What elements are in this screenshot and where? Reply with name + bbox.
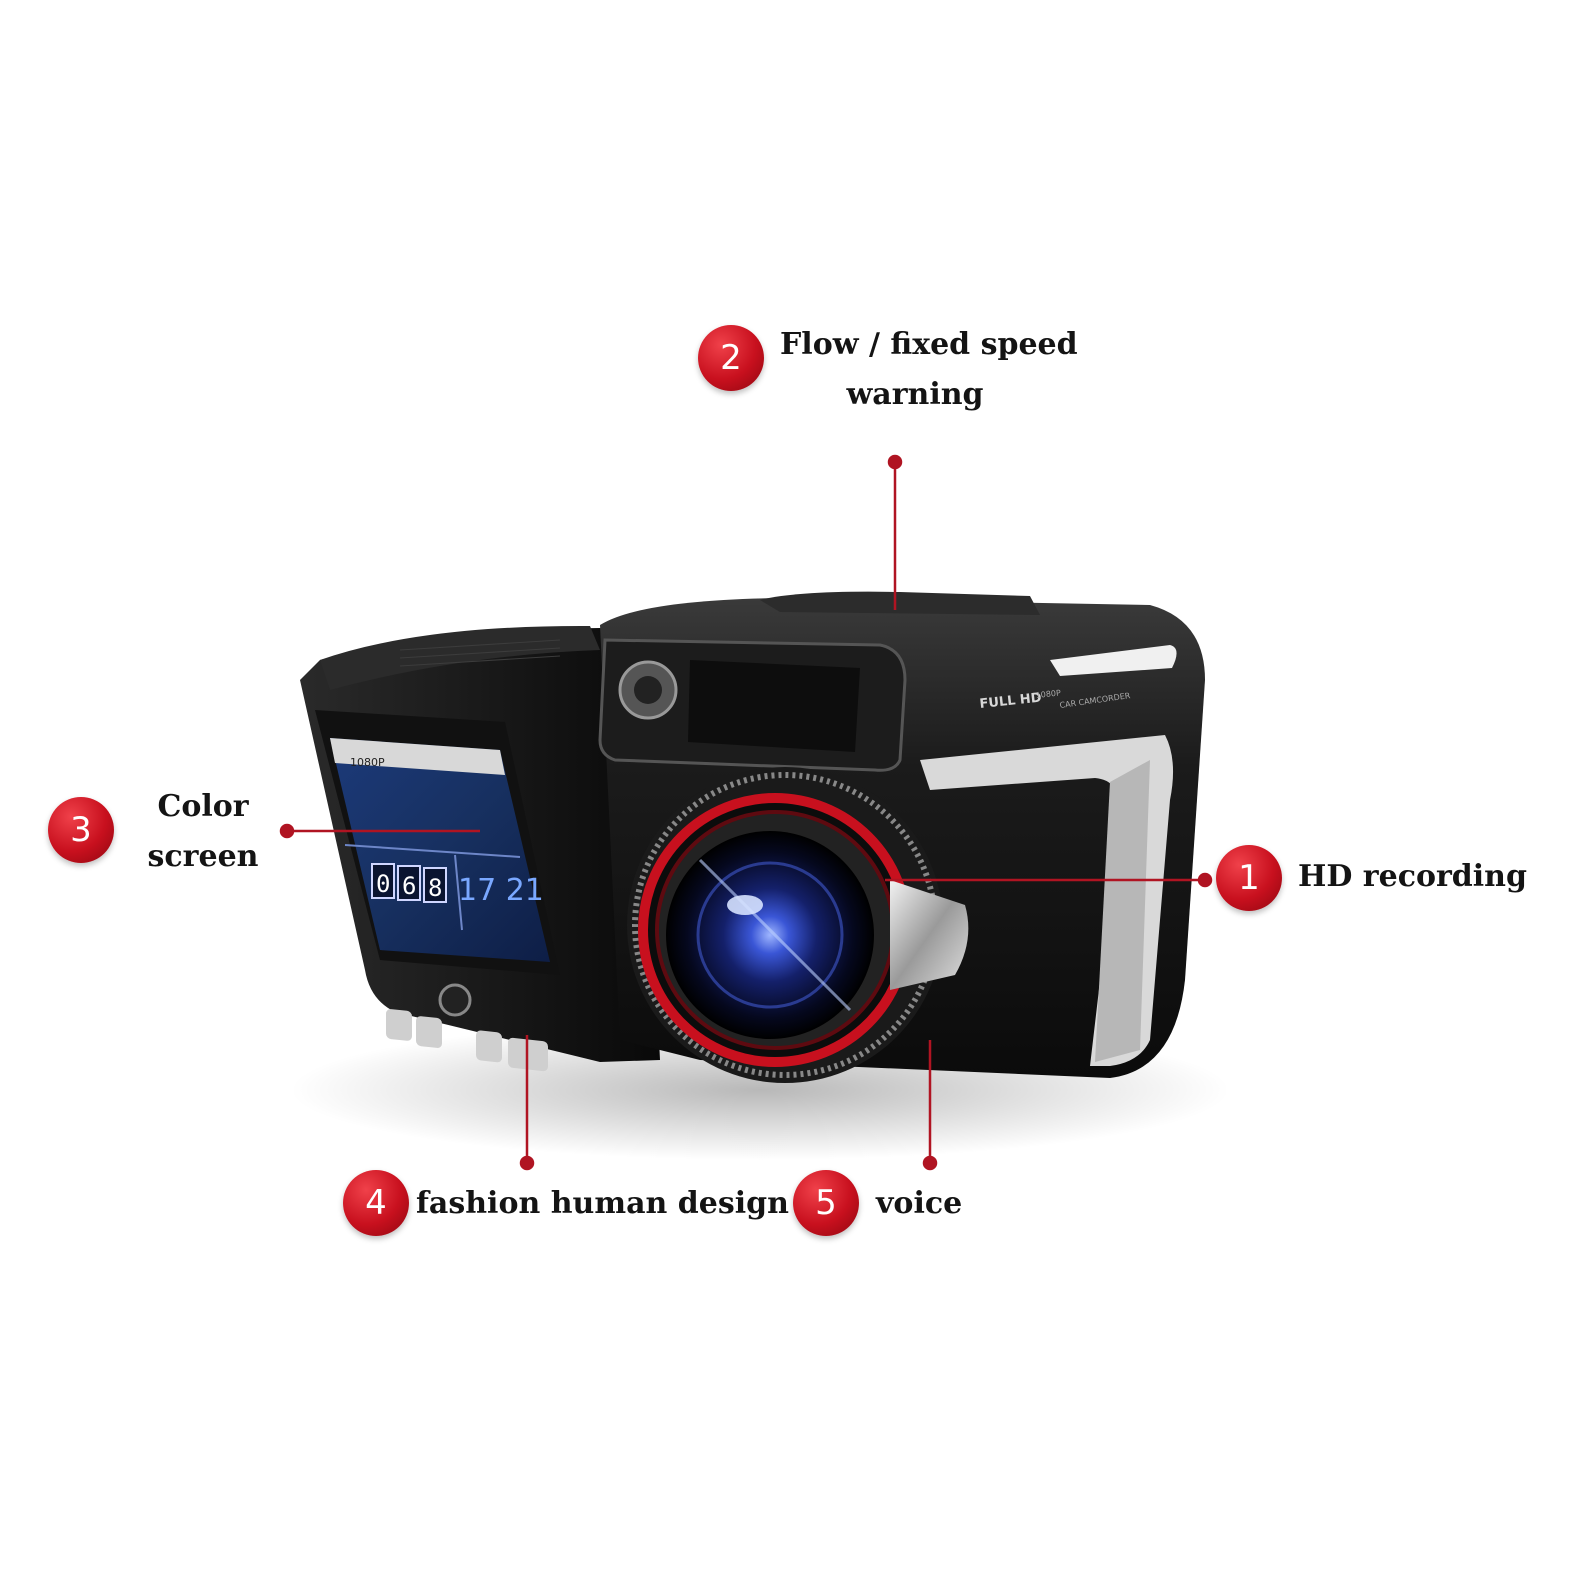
leader-dot-2 <box>887 454 903 470</box>
callout-label-3: Color screen <box>138 782 268 882</box>
leader-dot-1 <box>1197 872 1213 888</box>
callout-badge-4: 4 <box>343 1170 409 1236</box>
callout-text: Flow / fixed speed <box>780 327 1078 362</box>
speed-digit: 8 <box>428 874 442 902</box>
speed-readout: 0 6 8 <box>371 863 447 903</box>
screen-time-text: 17 21 <box>458 873 544 908</box>
callout-label-5: voice <box>876 1179 962 1229</box>
leader-dot-5 <box>922 1155 938 1171</box>
callout-badge-5: 5 <box>793 1170 859 1236</box>
leader-dot-3 <box>279 823 295 839</box>
callout-badge-2: 2 <box>698 325 764 391</box>
leader-dot-4 <box>519 1155 535 1171</box>
brand-text: FULL HD <box>979 691 1043 712</box>
callout-text: fashion human design <box>416 1186 789 1221</box>
callout-label-4: fashion human design <box>416 1179 789 1229</box>
callout-badge-1: 1 <box>1216 845 1282 911</box>
callout-label-2: Flow / fixed speed warning <box>780 320 1078 420</box>
callout-text: screen <box>147 839 259 874</box>
callout-text: voice <box>876 1186 963 1221</box>
callout-text: HD recording <box>1298 859 1527 894</box>
callout-text: Color <box>157 789 249 824</box>
callout-label-1: HD recording <box>1298 852 1527 902</box>
callout-badge-3: 3 <box>48 797 114 863</box>
camera-lens-icon <box>627 767 969 1083</box>
resolution-text: 1080P <box>1035 688 1061 700</box>
callout-text: warning <box>846 377 984 412</box>
color-screen <box>330 738 550 962</box>
screen-status-text: 1080P <box>350 756 385 769</box>
speed-digit: 0 <box>376 870 390 898</box>
speed-digit: 6 <box>402 872 416 900</box>
